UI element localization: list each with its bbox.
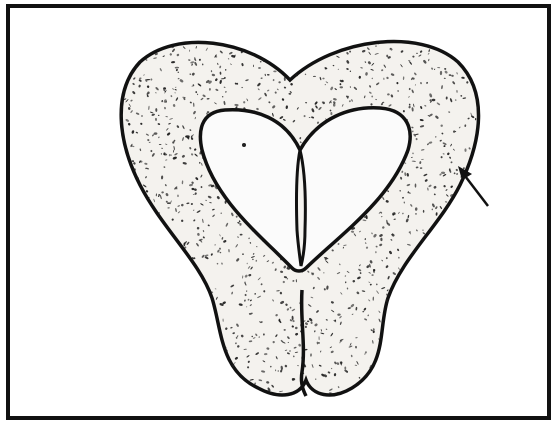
stipple-mark: [344, 367, 346, 370]
stipple-mark: [258, 67, 261, 68]
stipple-mark: [243, 101, 245, 103]
stipple-mark: [263, 333, 265, 335]
stipple-mark: [252, 336, 253, 337]
uterine-septum: [296, 150, 305, 266]
stipple-mark: [415, 184, 417, 188]
cavity-dot: [242, 143, 246, 147]
stipple-mark: [278, 81, 280, 83]
stipple-mark: [322, 78, 324, 80]
stipple-mark: [329, 392, 332, 393]
